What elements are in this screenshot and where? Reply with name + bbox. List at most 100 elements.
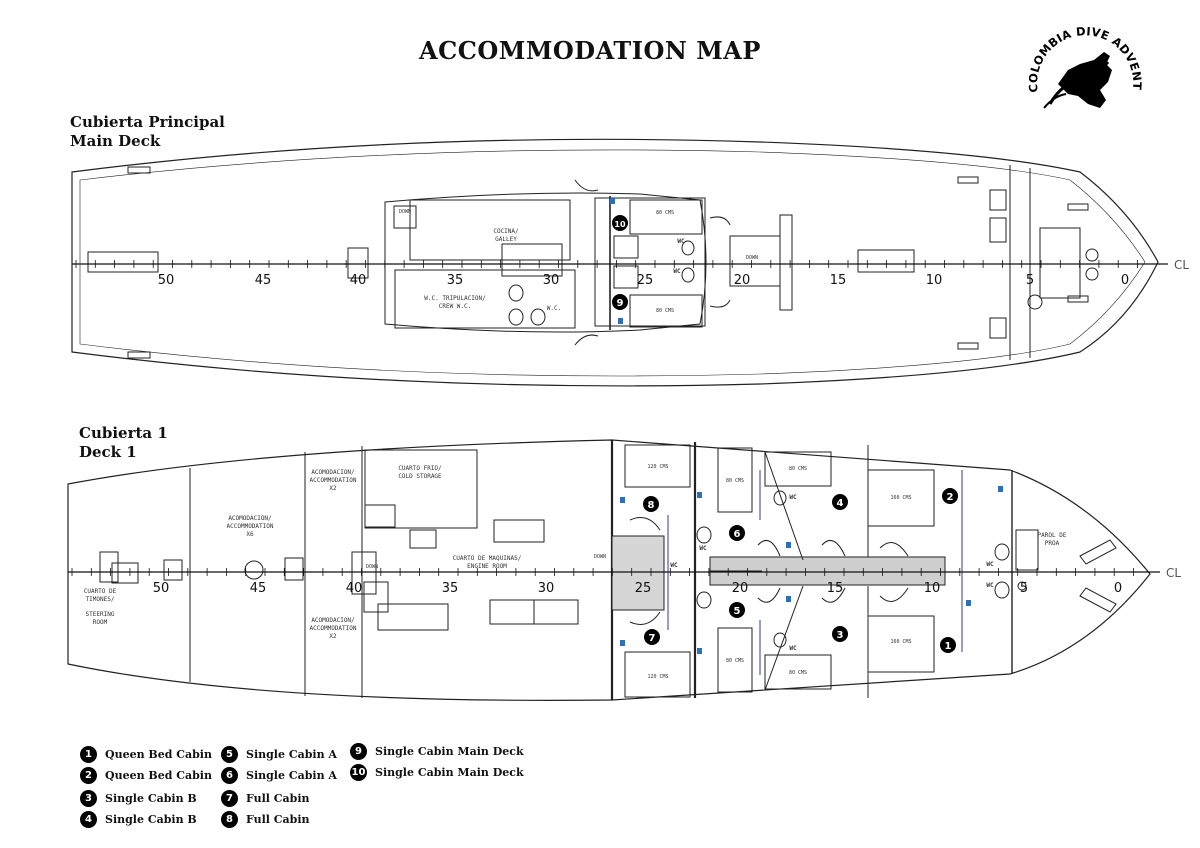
label-wc-d1-2: WC <box>670 562 678 569</box>
label-wc-d1-3: WC <box>789 494 797 501</box>
label-wc-d1-5: WC <box>986 561 994 568</box>
marker-6-text: 6 <box>734 529 741 540</box>
deck1-station-45: 45 <box>250 581 267 596</box>
deck1-station-20: 20 <box>732 581 749 596</box>
marker-3-text: 3 <box>837 630 844 641</box>
main-station-40: 40 <box>350 273 367 288</box>
legend-label-6: Single Cabin A <box>246 768 337 782</box>
main-station-35: 35 <box>447 273 464 288</box>
main-station-25: 25 <box>637 273 654 288</box>
label-acc-x6-3: X6 <box>246 531 254 538</box>
label-acc-x2a-3: X2 <box>329 485 337 492</box>
deck1-label: Cubierta 1 Deck 1 <box>79 424 168 462</box>
main-cl-label: CL <box>1174 258 1189 272</box>
legend-num-9: 9 <box>350 742 367 760</box>
marker-1-text: 1 <box>945 641 952 652</box>
marker-7-text: 7 <box>649 633 656 644</box>
label-steering-4: ROOM <box>93 619 108 626</box>
deck1-station-15: 15 <box>827 581 844 596</box>
legend-label-1: Queen Bed Cabin <box>105 747 212 761</box>
legend-num-10: 10 <box>350 763 367 781</box>
label-acc-x2b-3: X2 <box>329 633 337 640</box>
main-station-50: 50 <box>158 273 175 288</box>
label-steering-1: CUARTO DE <box>84 588 117 595</box>
marker-9-dot <box>612 294 628 310</box>
legend-num-5: 5 <box>221 745 238 763</box>
main-deck-label: Cubierta Principal Main Deck <box>70 113 225 151</box>
legend-label-10: Single Cabin Main Deck <box>375 765 524 779</box>
label-bed-80-b: 80 CMS <box>726 658 744 664</box>
legend-item-2: 2 Queen Bed Cabin <box>80 766 212 784</box>
main-deck-label-es: Cubierta Principal <box>70 113 225 131</box>
legend-label-4: Single Cabin B <box>105 812 197 826</box>
label-acc-x2b-1: ACOMODACION/ <box>311 617 355 624</box>
deck1-cl-label: CL <box>1166 566 1181 580</box>
legend-label-9: Single Cabin Main Deck <box>375 744 524 758</box>
legend-num-3: 3 <box>80 789 97 807</box>
label-steering-3: STEERING <box>86 611 115 618</box>
deck1-station-35: 35 <box>442 581 459 596</box>
label-down-main-1: DOWN <box>399 209 411 215</box>
marker-2-text: 2 <box>947 492 954 503</box>
legend-num-1: 1 <box>80 745 97 763</box>
legend-num-4: 4 <box>80 810 97 828</box>
label-wc-d1-1: WC <box>699 545 707 552</box>
label-crew-wc-en: CREW W.C. <box>439 303 472 310</box>
deck1-label-es: Cubierta 1 <box>79 424 168 442</box>
deck1-station-5: 5 <box>1020 581 1028 596</box>
label-wc-d1-4: WC <box>789 645 797 652</box>
label-bed-160-a: 160 CMS <box>890 495 911 501</box>
legend-num-8: 8 <box>221 810 238 828</box>
label-acc-x2a-2: ACCOMMODATION <box>310 477 357 484</box>
legend-label-3: Single Cabin B <box>105 791 197 805</box>
label-engine-1: CUARTO DE MAQUINAS/ <box>453 555 522 562</box>
marker-5-text: 5 <box>734 606 741 617</box>
label-bed-120-bottom: 120 CMS <box>647 674 668 680</box>
company-logo: COLOMBIA DIVE ADVENTURES <box>1020 12 1144 109</box>
label-down-main-2: DOWN <box>746 255 758 261</box>
legend-label-7: Full Cabin <box>246 791 310 805</box>
label-parol-1: PAROL DE <box>1038 532 1067 539</box>
label-engine-2: ENGINE ROOM <box>467 563 507 570</box>
legend-item-4: 4 Single Cabin B <box>80 810 197 828</box>
deck1-station-40: 40 <box>346 581 363 596</box>
legend-item-3: 3 Single Cabin B <box>80 789 197 807</box>
main-station-20: 20 <box>734 273 751 288</box>
label-wc-d1-6: WC <box>986 582 994 589</box>
main-station-45: 45 <box>255 273 272 288</box>
label-cabin10-size: 80 CMS <box>656 210 674 216</box>
label-galley-en: GALLEY <box>495 236 517 243</box>
label-acc-x2b-2: ACCOMMODATION <box>310 625 357 632</box>
legend-num-2: 2 <box>80 766 97 784</box>
marker-10-dot <box>612 215 628 231</box>
legend-label-2: Queen Bed Cabin <box>105 768 212 782</box>
deck1-station-30: 30 <box>538 581 555 596</box>
label-wc-main-a: WC <box>677 238 685 245</box>
label-cabin9-size: 80 CMS <box>656 308 674 314</box>
label-bed-80-c: 80 CMS <box>789 466 807 472</box>
label-cold-2: COLD STORAGE <box>398 473 442 480</box>
label-acc-x6-2: ACCOMMODATION <box>227 523 274 530</box>
marker-10-text: 10 <box>614 220 626 229</box>
legend-item-1: 1 Queen Bed Cabin <box>80 745 212 763</box>
main-station-10: 10 <box>926 273 943 288</box>
label-parol-2: PROA <box>1045 540 1060 547</box>
label-crew-wc: W.C. TRIPULACION/ <box>424 295 486 302</box>
deck1-station-25: 25 <box>635 581 652 596</box>
page-title: ACCOMMODATION MAP <box>419 36 761 65</box>
main-station-0: 0 <box>1121 273 1129 288</box>
deck1-station-10: 10 <box>924 581 941 596</box>
label-down-deck1-1: DOWN <box>594 554 606 560</box>
deck1-label-en: Deck 1 <box>79 443 137 461</box>
marker-4-text: 4 <box>837 498 844 509</box>
marker-8-text: 8 <box>648 500 655 511</box>
legend-item-9: 9 Single Cabin Main Deck <box>350 742 524 760</box>
legend-item-10: 10 Single Cabin Main Deck <box>350 763 524 781</box>
